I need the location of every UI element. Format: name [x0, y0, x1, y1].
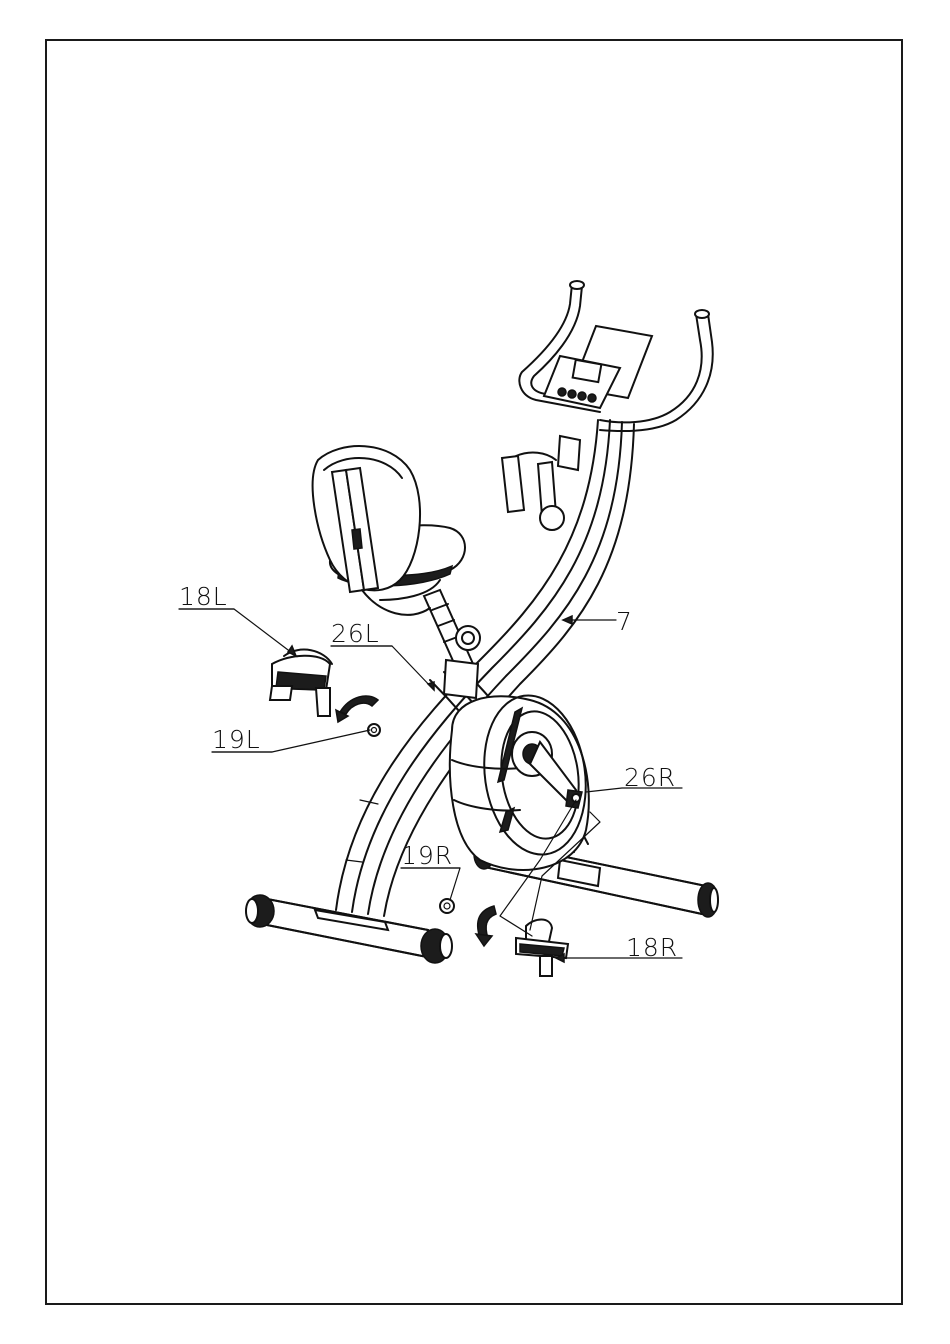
label-18L: 18L: [179, 582, 228, 611]
backrest: [313, 446, 430, 615]
label-18R: 18R: [626, 933, 678, 962]
pedal-18R: [516, 920, 568, 977]
nut-19R: [440, 899, 454, 913]
label-19L: 19L: [212, 725, 261, 754]
label-26R: 26R: [624, 763, 676, 792]
label-7: 7: [616, 607, 633, 636]
handlebar-and-console: [519, 281, 712, 431]
rotation-arrow-left: [336, 696, 378, 722]
rear-stabilizer: [246, 895, 452, 963]
label-26L: 26L: [331, 619, 380, 648]
label-19R: 19R: [401, 841, 453, 870]
pedal-18L: [270, 650, 332, 716]
flywheel-housing: [450, 689, 596, 870]
resistance-bands: [502, 436, 580, 530]
rotation-arrow-right: [476, 906, 496, 946]
